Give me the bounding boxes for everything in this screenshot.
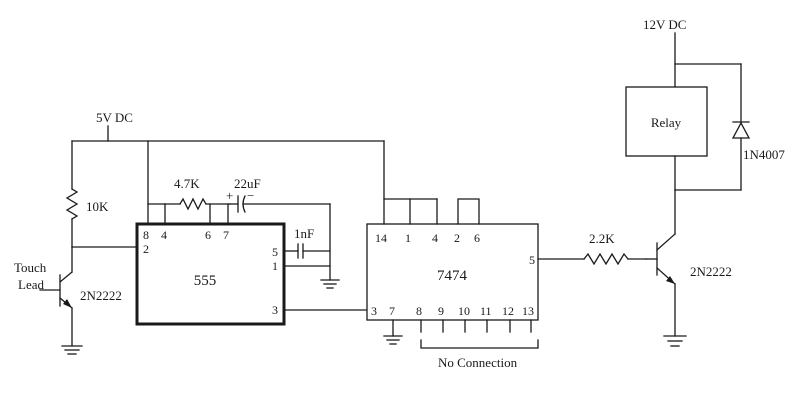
resistor-2k2-label: 2.2K — [589, 231, 615, 246]
supply-5v: 5V DC — [71, 110, 385, 142]
resistor-4k7-label: 4.7K — [174, 176, 200, 191]
ic-555-pin-1: 1 — [272, 259, 278, 273]
supply-5v-label: 5V DC — [96, 110, 133, 125]
capacitor-1nf: 1nF — [283, 226, 331, 259]
unconnected-pins: No Connection — [420, 319, 539, 370]
ic-7474-pin-3: 3 — [371, 304, 377, 318]
ic-555-name: 555 — [194, 273, 217, 289]
transistor-relay-label: 2N2222 — [690, 264, 732, 279]
ic-7474-pin-12: 12 — [502, 304, 514, 318]
ic-555-pin-8: 8 — [143, 228, 149, 242]
ic-7474: 7474 14 1 4 2 6 5 3 7 8 9 10 11 12 13 — [366, 223, 539, 321]
relay-label: Relay — [651, 115, 682, 130]
ic-7474-pin-11: 11 — [480, 304, 492, 318]
ic-555-pin-3: 3 — [272, 303, 278, 317]
ic-7474-pin-6: 6 — [474, 231, 480, 245]
ic-7474-pin-2: 2 — [454, 231, 460, 245]
capacitor-22uf-plus: + — [226, 188, 233, 203]
ic-7474-pin-10: 10 — [458, 304, 470, 318]
transistor-relay: 2N2222 — [645, 189, 732, 337]
ic-555-pin-4: 4 — [161, 228, 167, 242]
ground-7474 — [383, 319, 403, 345]
ic-7474-pin-7: 7 — [389, 304, 395, 318]
touch-lead-label: Touch Lead — [14, 260, 47, 292]
transistor-touch-label: 2N2222 — [80, 288, 122, 303]
resistor-4k7: 4.7K — [164, 176, 231, 211]
capacitor-22uf: 22uF + − — [226, 176, 331, 213]
ic-7474-pin-1: 1 — [405, 231, 411, 245]
capacitor-22uf-label: 22uF — [234, 176, 261, 191]
ground-touch — [61, 345, 83, 355]
supply-12v: 12V DC — [643, 17, 742, 88]
svg-text:Lead: Lead — [18, 277, 44, 292]
capacitor-1nf-label: 1nF — [294, 226, 314, 241]
ic-7474-pin-8: 8 — [416, 304, 422, 318]
ic-7474-pin-5: 5 — [529, 253, 535, 267]
ic-555-pin-5: 5 — [272, 245, 278, 259]
ic-7474-pin-13: 13 — [522, 304, 534, 318]
resistor-2k2: 2.2K — [537, 231, 647, 266]
no-connection-label: No Connection — [438, 355, 518, 370]
ic-555-pin-6: 6 — [205, 228, 211, 242]
diode-1n4007: 1N4007 — [731, 63, 785, 191]
capacitor-22uf-minus: − — [247, 188, 254, 203]
ic-555-pin-7: 7 — [223, 228, 229, 242]
transistor-touch: 2N2222 — [39, 271, 122, 347]
supply-12v-label: 12V DC — [643, 17, 686, 32]
ic-7474-pin-4: 4 — [432, 231, 438, 245]
diode-1n4007-label: 1N4007 — [743, 147, 785, 162]
ground-555 — [320, 279, 340, 289]
ic-7474-name: 7474 — [437, 268, 468, 284]
relay: Relay — [625, 86, 708, 157]
ic-7474-pin-9: 9 — [438, 304, 444, 318]
wire-7474-pin2-pin6 — [457, 198, 480, 225]
resistor-10k-label: 10K — [86, 199, 109, 214]
ic-555: 555 8 4 6 7 2 5 1 3 — [135, 222, 286, 326]
ic-7474-pin-14: 14 — [375, 231, 387, 245]
ground-relay — [663, 335, 687, 347]
ic-555-pin-2: 2 — [143, 242, 149, 256]
resistor-10k: 10K — [65, 140, 109, 248]
svg-text:Touch: Touch — [14, 260, 47, 275]
